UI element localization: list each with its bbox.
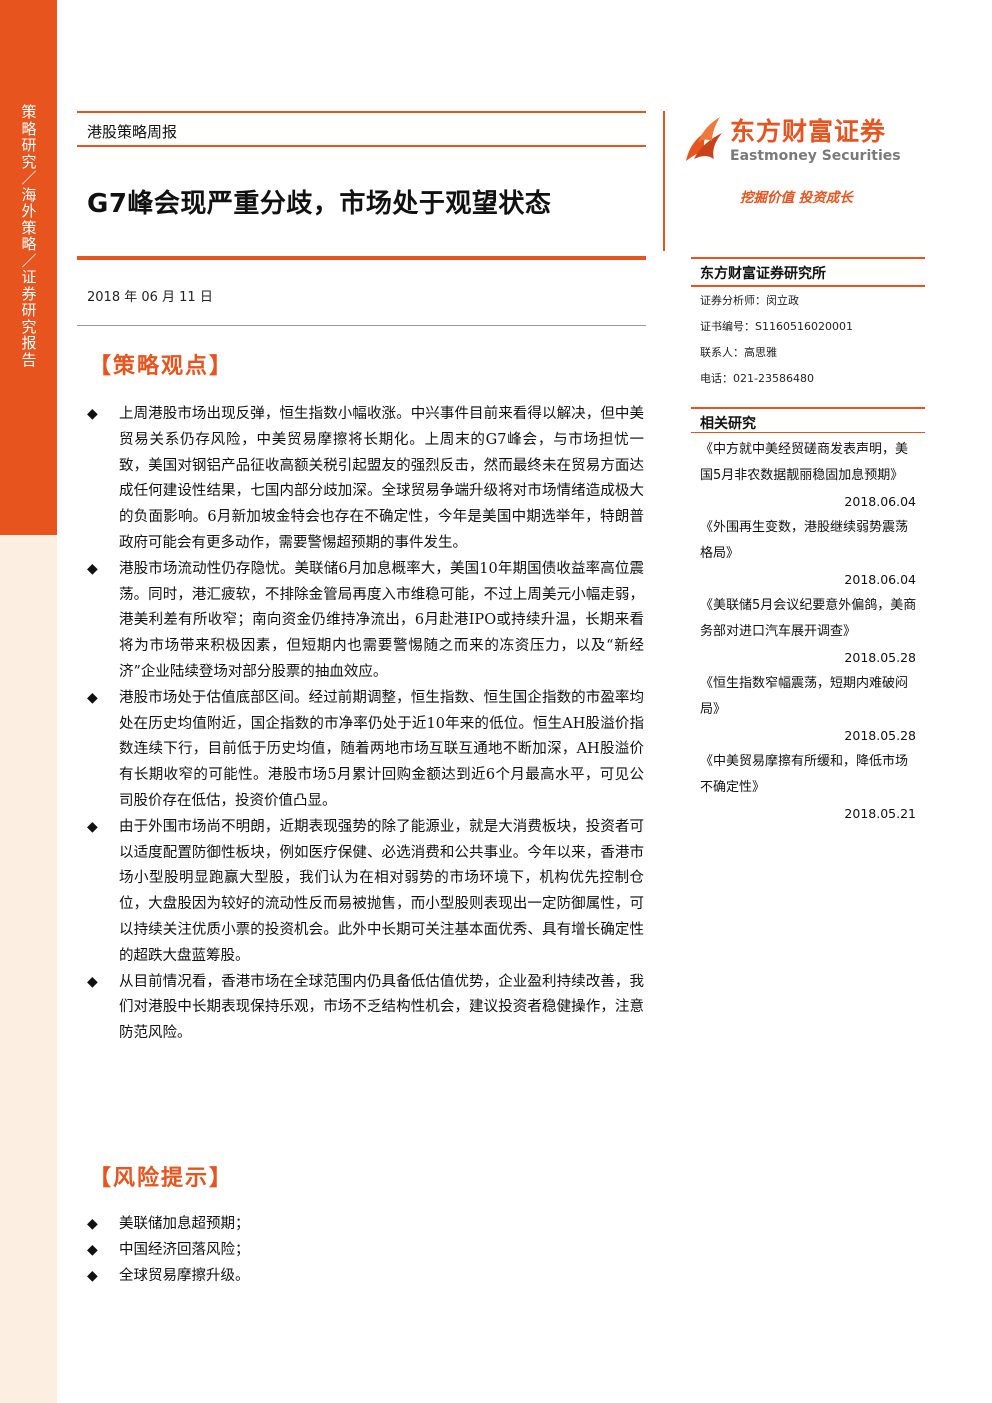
- strategy-point-text: 从目前情况看，香港市场在全球范围内仍具备低估值优势，企业盈利持续改善，我们对港股…: [119, 973, 644, 1042]
- brand-name-cn: 东方财富证券: [730, 117, 887, 146]
- strategy-point: ◆ 上周港股市场出现反弹，恒生指数小幅收涨。中兴事件目前来看得以解决，但中美贸易…: [87, 402, 644, 557]
- date-rule: [77, 325, 646, 326]
- phone-number: 电话：021-23586480: [700, 372, 814, 385]
- research-date: 2018.06.04: [844, 572, 916, 587]
- related-research-list: 《中方就中美经贸磋商发表声明，美国5月非农数据靓丽稳固加息预期》 2018.06…: [700, 437, 918, 827]
- list-item[interactable]: 《中美贸易摩擦有所缓和，降低市场不确定性》 2018.05.21: [700, 749, 918, 827]
- institute-bottom-rule: [691, 285, 925, 287]
- header-divider: [663, 111, 665, 251]
- research-title: 《中方就中美经贸磋商发表声明，美国5月非农数据靓丽稳固加息预期》: [700, 442, 909, 483]
- strategy-point-text: 港股市场流动性仍存隐忧。美联储6月加息概率大，美国10年期国债收益率高位震荡。同…: [119, 560, 644, 680]
- diamond-bullet-icon: ◆: [87, 406, 98, 422]
- risk-point-text: 美联储加息超预期；: [119, 1216, 250, 1232]
- list-item[interactable]: 《美联储5月会议纪要意外偏鸽，美商务部对进口汽车展开调查》 2018.05.28: [700, 593, 918, 671]
- strategy-heading: 【策略观点】: [89, 354, 234, 379]
- report-date: 2018 年 06 月 11 日: [87, 290, 213, 305]
- diamond-bullet-icon: ◆: [87, 973, 98, 990]
- related-heading: 相关研究: [700, 416, 756, 432]
- related-top-rule: [691, 407, 925, 409]
- research-title: 《外围再生变数，港股继续弱势震荡格局》: [700, 520, 909, 561]
- brand-name-en: Eastmoney Securities: [730, 148, 901, 164]
- report-title: G7峰会现严重分歧，市场处于观望状态: [87, 189, 552, 219]
- strategy-point-text: 上周港股市场出现反弹，恒生指数小幅收涨。中兴事件目前来看得以解决，但中美贸易关系…: [119, 406, 644, 551]
- list-item[interactable]: 《外围再生变数，港股继续弱势震荡格局》 2018.06.04: [700, 515, 918, 593]
- diamond-bullet-icon: ◆: [87, 560, 98, 577]
- research-title: 《中美贸易摩擦有所缓和，降低市场不确定性》: [700, 754, 909, 795]
- report-type: 港股策略周报: [87, 123, 178, 141]
- institute-name: 东方财富证券研究所: [700, 266, 826, 282]
- header-sub-rule: [77, 145, 646, 147]
- sidebar-category-label: 策略研究／海外策略／证券研究报告: [21, 103, 37, 369]
- strategy-point: ◆ 由于外围市场尚不明朗，近期表现强势的除了能源业，就是大消费板块，投资者可以适…: [87, 815, 644, 970]
- related-bottom-rule: [691, 432, 925, 433]
- brand-slogan: 挖掘价值 投资成长: [740, 190, 853, 206]
- strategy-point-text: 由于外围市场尚不明朗，近期表现强势的除了能源业，就是大消费板块，投资者可以适度配…: [119, 818, 644, 964]
- research-date: 2018.05.21: [844, 806, 916, 821]
- risk-point-text: 中国经济回落风险；: [119, 1241, 250, 1258]
- risk-heading: 【风险提示】: [89, 1166, 234, 1191]
- strategy-point-text: 港股市场处于估值底部区间。经过前期调整，恒生指数、恒生国企指数的市盈率均处在历史…: [119, 689, 644, 809]
- title-rule: [77, 256, 646, 260]
- left-sidebar: 策略研究／海外策略／证券研究报告: [0, 0, 57, 1403]
- list-item[interactable]: 《恒生指数窄幅震荡，短期内难破闷局》 2018.05.28: [700, 671, 918, 749]
- strategy-point: ◆ 从目前情况看，香港市场在全球范围内仍具备低估值优势，企业盈利持续改善，我们对…: [87, 970, 644, 1047]
- research-title: 《恒生指数窄幅震荡，短期内难破闷局》: [700, 676, 909, 717]
- header-top-rule: [77, 111, 646, 113]
- risk-point-text: 全球贸易摩擦升级。: [119, 1267, 250, 1284]
- risk-point: ◆ 美联储加息超预期；: [87, 1212, 644, 1238]
- diamond-bullet-icon: ◆: [87, 1267, 98, 1284]
- flame-logo-icon: [686, 117, 722, 161]
- sidebar-accent-band: [0, 0, 57, 535]
- research-date: 2018.05.28: [844, 728, 916, 743]
- strategy-point: ◆ 港股市场流动性仍存隐忧。美联储6月加息概率大，美国10年期国债收益率高位震荡…: [87, 557, 644, 686]
- list-item[interactable]: 《中方就中美经贸磋商发表声明，美国5月非农数据靓丽稳固加息预期》 2018.06…: [700, 437, 918, 515]
- strategy-points: ◆ 上周港股市场出现反弹，恒生指数小幅收涨。中兴事件目前来看得以解决，但中美贸易…: [87, 402, 644, 1047]
- research-date: 2018.05.28: [844, 650, 916, 665]
- risk-points: ◆ 美联储加息超预期； ◆ 中国经济回落风险； ◆ 全球贸易摩擦升级。: [87, 1212, 644, 1289]
- research-date: 2018.06.04: [844, 494, 916, 509]
- diamond-bullet-icon: ◆: [87, 689, 98, 706]
- diamond-bullet-icon: ◆: [87, 1241, 98, 1258]
- diamond-bullet-icon: ◆: [87, 1216, 98, 1232]
- contact-person: 联系人：高思雅: [700, 346, 777, 359]
- analyst-name: 证券分析师：闵立政: [700, 294, 799, 307]
- cert-number: 证书编号：S1160516020001: [700, 320, 853, 333]
- institute-top-rule: [691, 257, 925, 259]
- diamond-bullet-icon: ◆: [87, 818, 98, 835]
- risk-point: ◆ 中国经济回落风险；: [87, 1238, 644, 1264]
- strategy-point: ◆ 港股市场处于估值底部区间。经过前期调整，恒生指数、恒生国企指数的市盈率均处在…: [87, 686, 644, 815]
- research-title: 《美联储5月会议纪要意外偏鸽，美商务部对进口汽车展开调查》: [700, 598, 917, 639]
- risk-point: ◆ 全球贸易摩擦升级。: [87, 1264, 644, 1290]
